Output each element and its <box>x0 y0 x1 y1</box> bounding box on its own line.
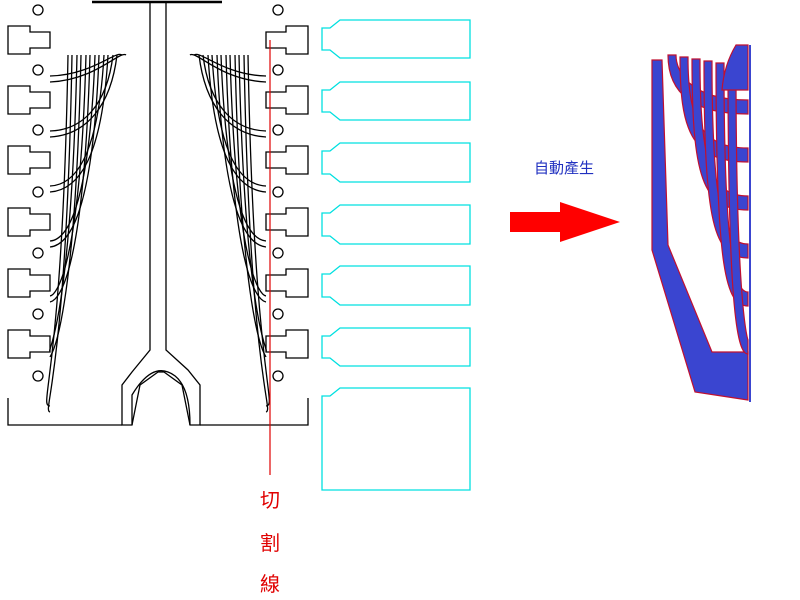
pilot-hole-left <box>32 4 44 16</box>
lead-left <box>49 54 87 297</box>
strip-outline <box>321 204 471 245</box>
leadframe-tab-right <box>265 207 309 237</box>
pilot-hole-left <box>32 64 44 76</box>
lead-right <box>193 53 267 77</box>
strip-outline <box>321 142 471 183</box>
strip-outline <box>321 19 471 59</box>
lead-left <box>49 54 105 187</box>
lead-right <box>207 54 267 193</box>
lead-left <box>46 54 69 407</box>
leadframe-tab-right <box>265 268 309 298</box>
pilot-hole-right <box>272 370 284 382</box>
lead-right <box>220 54 267 242</box>
generated-finger <box>721 44 749 91</box>
generated-shape <box>651 44 751 402</box>
generated-finger <box>703 60 749 259</box>
pilot-hole-right <box>272 64 284 76</box>
auto-generate-label: 自動產生 <box>534 159 595 177</box>
leadframe-tab-left <box>7 145 51 175</box>
lead-right <box>229 54 267 297</box>
lead-left <box>49 54 96 242</box>
lead-right <box>211 54 267 187</box>
cut-line-label-char-1: 切 <box>260 488 280 512</box>
lead-right <box>225 54 267 303</box>
leadframe-tab-right <box>265 25 309 55</box>
pilot-hole-right <box>272 186 284 198</box>
strip-outlines <box>321 19 471 491</box>
generated-finger <box>715 62 749 307</box>
pilot-hole-left <box>32 186 44 198</box>
leadframe-tab-right <box>265 85 309 115</box>
pilot-hole-left <box>32 308 44 320</box>
generated-finger <box>727 64 749 355</box>
pilot-hole-right <box>272 308 284 320</box>
leadframe-tab-left <box>7 25 51 55</box>
cut-line-label-char-3: 線 <box>260 572 280 596</box>
pilot-hole-left <box>32 370 44 382</box>
arrow-right-icon <box>510 202 620 242</box>
pilot-hole-right <box>272 4 284 16</box>
lead-left <box>47 54 73 413</box>
strip-outline <box>321 327 471 367</box>
lead-right <box>243 54 269 413</box>
strip-outline <box>321 81 471 121</box>
pilot-hole-right <box>272 247 284 259</box>
generated-finger <box>691 58 749 211</box>
leadframe-tab-left <box>7 329 51 359</box>
cut-line-label-char-2: 割 <box>260 531 280 555</box>
pilot-hole-right <box>272 124 284 136</box>
strip-outline <box>321 265 471 306</box>
leadframe-tab-right <box>265 145 309 175</box>
lead-left <box>49 53 123 77</box>
lead-left <box>49 54 91 303</box>
lead-right <box>247 54 270 407</box>
pilot-hole-left <box>32 124 44 136</box>
leadframe-tab-left <box>7 207 51 237</box>
leadframe-outline <box>7 0 309 426</box>
strip-outline <box>321 387 471 491</box>
leadframe-tab-left <box>7 85 51 115</box>
pilot-hole-left <box>32 247 44 259</box>
leadframe-tab-left <box>7 268 51 298</box>
lead-left <box>49 54 109 193</box>
leadframe-tab-right <box>265 329 309 359</box>
